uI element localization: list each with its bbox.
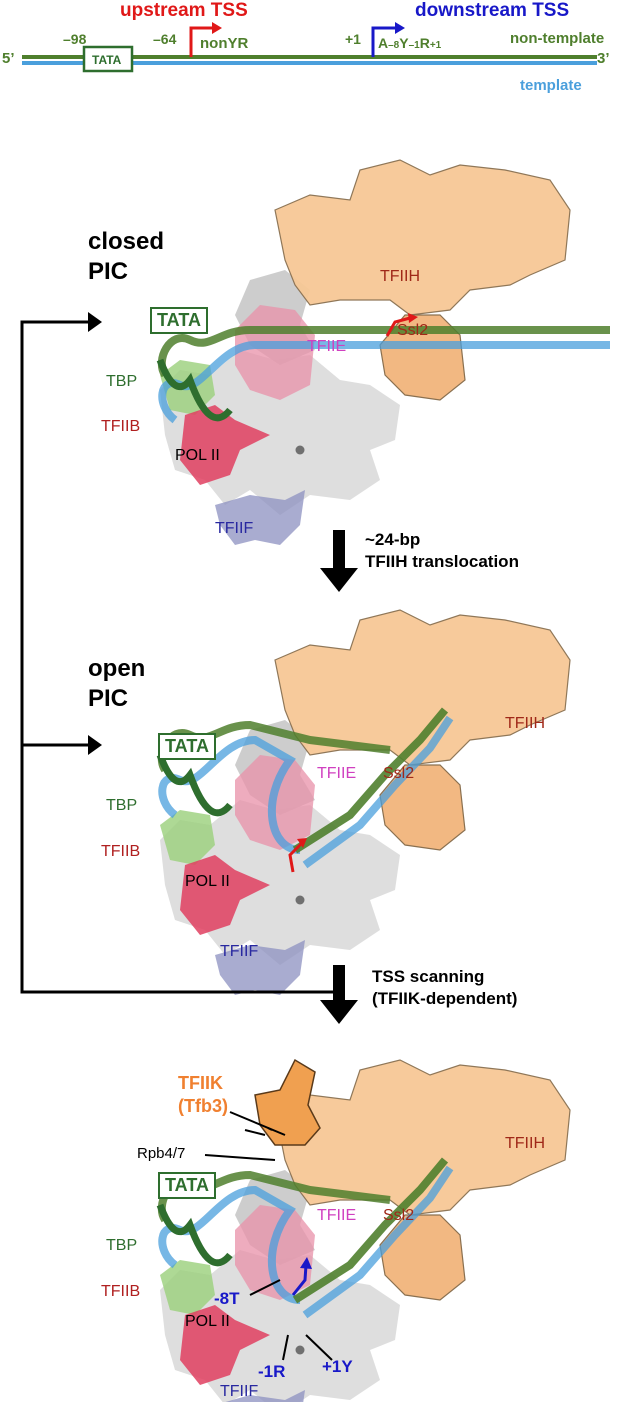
tfiih-label-3: TFIIH: [505, 1135, 545, 1152]
tfiik-shape: [254, 1058, 321, 1146]
closed-label: closed: [88, 228, 165, 255]
upstream-tss-label: upstream TSS: [120, 0, 248, 21]
downstream-tss-arrow: [371, 26, 395, 57]
tfiih-label-2: TFIIH: [505, 715, 545, 732]
motif-y-sub: –1: [408, 40, 420, 51]
five-prime-label: 5’: [2, 50, 15, 67]
template-label: template: [520, 77, 582, 94]
minus8t-label: -8T: [214, 1289, 240, 1308]
upstream-tss-arrow: [189, 26, 212, 57]
promoter-map: [22, 22, 597, 73]
tata-label-3: TATA: [158, 1172, 216, 1199]
open-pic-label: PIC: [88, 685, 129, 712]
transition-2-line1: TSS scanning: [372, 967, 485, 986]
minus1r-label: -1R: [258, 1362, 286, 1381]
tfiif-label-1: TFIIF: [215, 520, 254, 537]
tfiif-label-2: TFIIF: [220, 943, 259, 960]
tfiif-label-3: TFIIF: [220, 1383, 259, 1400]
motif-a-sub: –8: [388, 40, 400, 51]
tfiik-tfb3-label: (Tfb3): [178, 1096, 228, 1116]
tfiib-label-1: TFIIB: [101, 418, 141, 435]
panel-closed: [156, 159, 610, 546]
tfiih-label-1: TFIIH: [380, 268, 420, 285]
plus1y-label: +1Y: [322, 1357, 353, 1376]
tfiie-label-3: TFIIE: [317, 1207, 357, 1224]
loop-arrows: [20, 312, 340, 994]
motif-a: A: [378, 35, 389, 51]
pos-98-label: –98: [63, 31, 87, 47]
tata-label-2: TATA: [158, 733, 216, 760]
pol2-label-2: POL II: [185, 873, 230, 890]
motif-y: Y: [399, 35, 409, 51]
tfiie-label-2: TFIIE: [317, 765, 357, 782]
tata-box-label: TATA: [92, 53, 122, 67]
pol2-label-3: POL II: [185, 1313, 230, 1330]
pol2-label-1: POL II: [175, 447, 220, 464]
non-template-label: non-template: [510, 30, 605, 47]
tfiib-label-3: TFIIB: [101, 1283, 141, 1300]
tfiie-label-1: TFIIE: [307, 338, 347, 355]
transition-1-line2: TFIIH translocation: [365, 552, 519, 571]
motif-r-sub: +1: [429, 40, 442, 51]
ssl2-label-1: Ssl2: [397, 322, 429, 339]
tfiik-label: TFIIK: [178, 1073, 223, 1093]
motif-r: R: [419, 35, 430, 51]
ssl2-label-3: Ssl2: [383, 1207, 415, 1224]
closed-pic-label: PIC: [88, 258, 129, 285]
transition-2-line2: (TFIIK-dependent): [372, 989, 518, 1008]
transition-arrow-1: [320, 530, 358, 592]
panel-scanning: [156, 1058, 571, 1402]
open-label: open: [88, 655, 146, 682]
tbp-label-3: TBP: [106, 1237, 138, 1254]
three-prime-label: 3’: [597, 50, 610, 67]
tata-box-outline: [82, 45, 134, 73]
downstream-tss-label: downstream TSS: [415, 0, 570, 21]
ssl2-label-2: Ssl2: [383, 765, 415, 782]
tata-label-1: TATA: [150, 307, 208, 334]
transition-1-line1: ~24-bp: [365, 530, 421, 549]
nonyr-label: nonYR: [200, 35, 249, 52]
transition-arrow-2: [320, 965, 358, 1024]
tbp-label-1: TBP: [106, 373, 138, 390]
tfiib-label-2: TFIIB: [101, 843, 141, 860]
pos-1-label: +1: [345, 31, 361, 47]
rpb47-label: Rpb4/7: [137, 1145, 186, 1162]
motif-label: A–8Y–1R+1: [378, 35, 441, 51]
pos-64-label: –64: [153, 31, 177, 47]
tbp-label-2: TBP: [106, 797, 138, 814]
